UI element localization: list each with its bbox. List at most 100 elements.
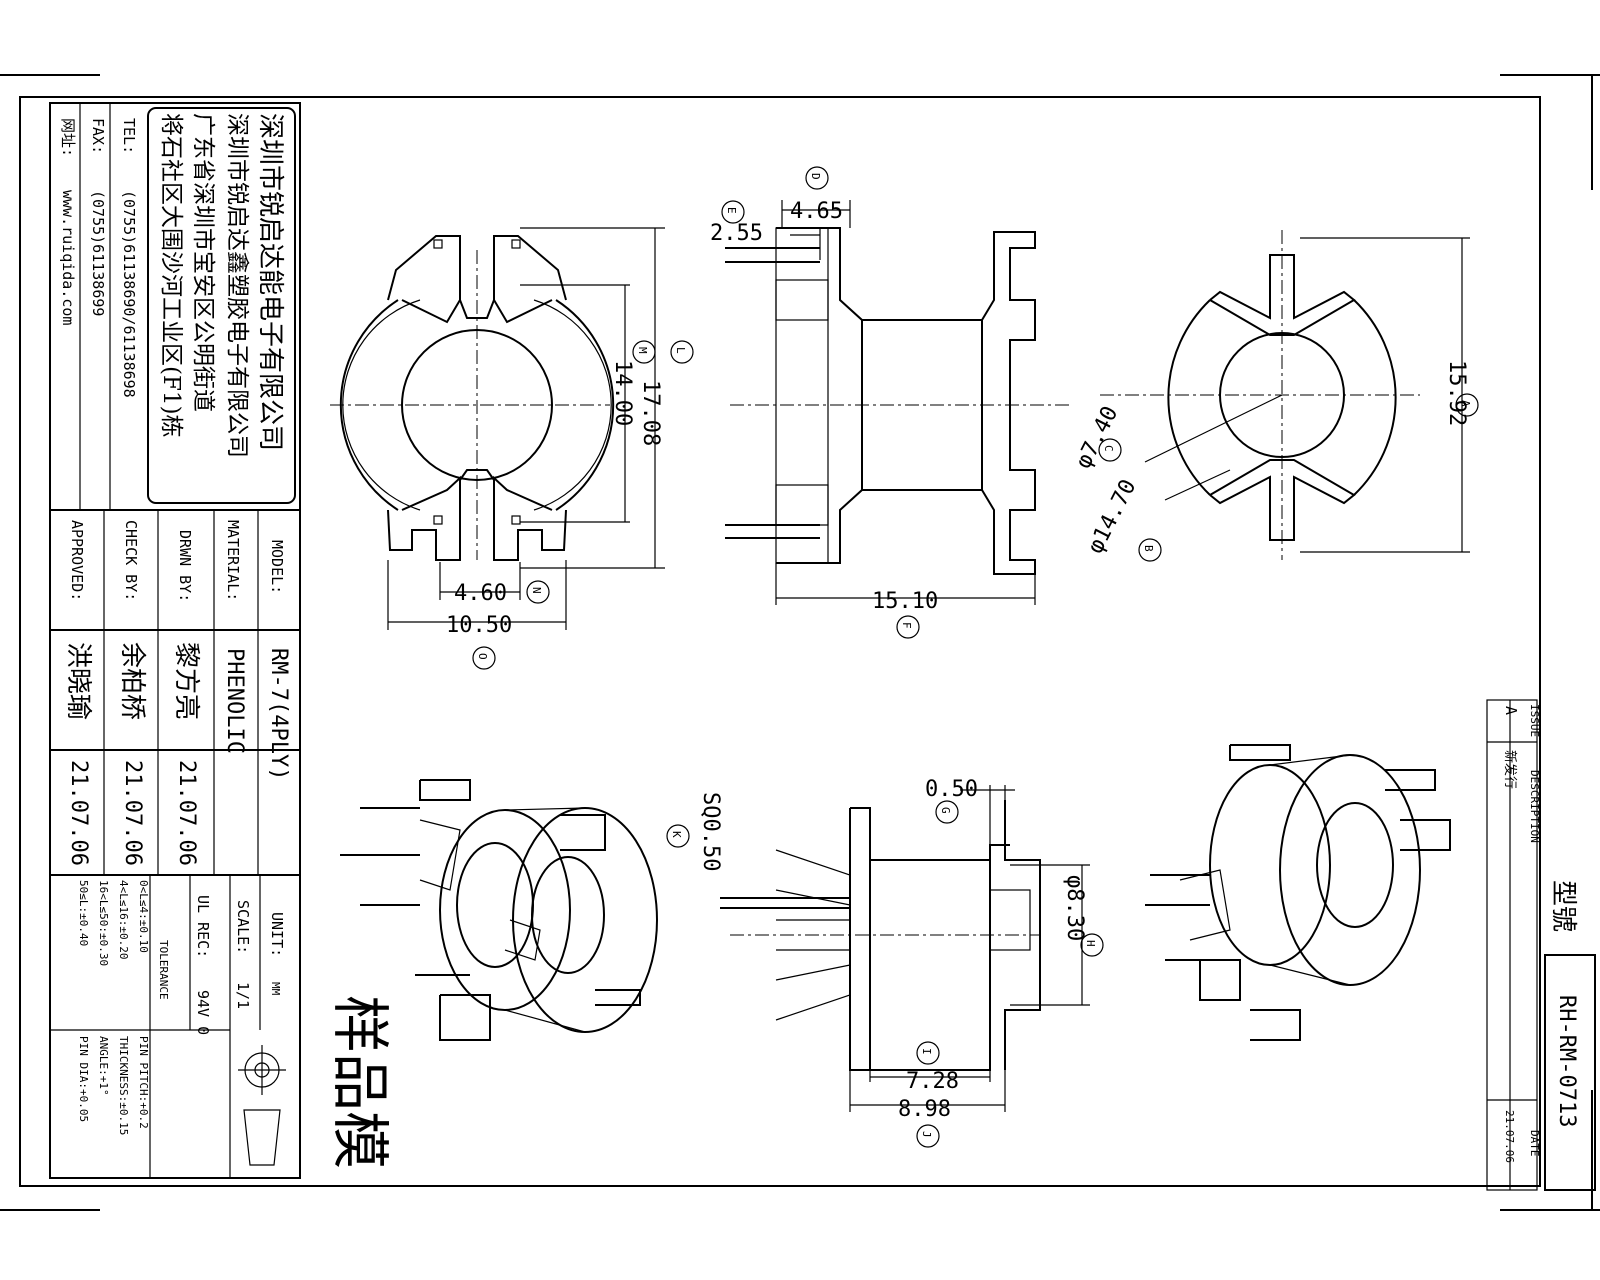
svg-text:将石社区大围沙河工业区(F1)栋: 将石社区大围沙河工业区(F1)栋 bbox=[158, 113, 184, 438]
svg-text:φ8.30: φ8.30 bbox=[1062, 875, 1087, 941]
svg-text:ISSUE: ISSUE bbox=[1528, 704, 1541, 737]
unit-label: UNIT: bbox=[268, 912, 286, 957]
svg-text:F: F bbox=[900, 622, 913, 629]
svg-text:DESCRIPTION: DESCRIPTION bbox=[1528, 770, 1541, 843]
tolerance-line-1: 0<L≤4:±0.10 bbox=[137, 880, 150, 953]
issue-label: ISSUE bbox=[1528, 704, 1541, 737]
balloon-B: B bbox=[1138, 538, 1162, 562]
dim-bottom-K: SQ0.50 bbox=[698, 792, 723, 871]
title-block bbox=[49, 102, 301, 1179]
svg-text:D: D bbox=[809, 173, 822, 180]
svg-text:余柏桥: 余柏桥 bbox=[117, 642, 147, 720]
svg-text:B: B bbox=[1142, 545, 1155, 552]
svg-text:TOLERANCE: TOLERANCE bbox=[157, 940, 170, 1000]
svg-text:G: G bbox=[939, 807, 952, 814]
dim-side-D: 4.65 bbox=[790, 199, 843, 224]
svg-text:N: N bbox=[530, 587, 543, 594]
material-label: MATERIAL: bbox=[224, 520, 242, 601]
dim-bottom-H: φ8.30 bbox=[1062, 875, 1087, 941]
description-value: 新发行 bbox=[1502, 750, 1518, 789]
front-view bbox=[330, 227, 665, 630]
svg-text:(0755)61138699: (0755)61138699 bbox=[89, 190, 107, 316]
sheet-border bbox=[0, 74, 1600, 1211]
part-number-value: RH-RM-0713 bbox=[1554, 995, 1579, 1127]
svg-text:O: O bbox=[476, 653, 489, 660]
svg-text:1/1: 1/1 bbox=[234, 982, 252, 1009]
svg-text:DATE: DATE bbox=[1528, 1130, 1541, 1157]
issue-value: A bbox=[1502, 706, 1520, 715]
scale-value: 1/1 bbox=[234, 982, 252, 1009]
approved-date: 21.07.06 bbox=[66, 760, 91, 866]
svg-text:94V 0: 94V 0 bbox=[194, 990, 212, 1035]
tolerance-label: TOLERANCE bbox=[157, 940, 170, 1000]
svg-text:MATERIAL:: MATERIAL: bbox=[224, 520, 242, 601]
svg-text:14.00: 14.00 bbox=[610, 360, 635, 426]
svg-text:RH-RM-0713: RH-RM-0713 bbox=[1554, 995, 1579, 1127]
svg-text:16<L≤50:±0.30: 16<L≤50:±0.30 bbox=[97, 880, 110, 966]
date-value: 21.07.06 bbox=[1503, 1110, 1516, 1163]
svg-text:www.ruiqida.com: www.ruiqida.com bbox=[59, 190, 77, 325]
svg-text:MODEL:: MODEL: bbox=[268, 540, 286, 594]
svg-text:深圳市锐启达鑫塑胶电子有限公司: 深圳市锐启达鑫塑胶电子有限公司 bbox=[224, 113, 250, 458]
svg-text:17.08: 17.08 bbox=[638, 380, 663, 446]
scale-label: SCALE: bbox=[234, 900, 252, 954]
bottom-view bbox=[720, 785, 1090, 1112]
approved-name: 洪晓瑜 bbox=[63, 642, 93, 720]
svg-text:L: L bbox=[674, 347, 687, 354]
fax-label: FAX: bbox=[89, 118, 107, 154]
svg-text:PIN DIA:+0.05: PIN DIA:+0.05 bbox=[77, 1036, 90, 1122]
tel-value: (0755)61138690/61138698 bbox=[120, 190, 138, 398]
svg-text:21.07.06: 21.07.06 bbox=[174, 760, 199, 866]
sample-stamp: 样品模 bbox=[326, 995, 394, 1169]
date-label: DATE bbox=[1528, 1130, 1541, 1157]
svg-text:21.07.06: 21.07.06 bbox=[1503, 1110, 1516, 1163]
svg-text:SQ0.50: SQ0.50 bbox=[698, 792, 723, 871]
svg-text:APPROVED:: APPROVED: bbox=[68, 520, 86, 601]
company-name-text: 深圳市锐启达能电子有限公司 bbox=[255, 113, 285, 451]
svg-text:深圳市锐启达能电子有限公司: 深圳市锐启达能电子有限公司 bbox=[255, 113, 285, 451]
balloon-J: J bbox=[916, 1124, 940, 1148]
tel-label: TEL: bbox=[120, 118, 138, 154]
svg-text:K: K bbox=[670, 831, 683, 838]
svg-text:DRWN BY:: DRWN BY: bbox=[176, 530, 194, 602]
svg-text:H: H bbox=[1084, 940, 1097, 947]
description-label: DESCRIPTION bbox=[1528, 770, 1541, 843]
isometric-view-right bbox=[1145, 744, 1451, 1041]
balloon-C: C bbox=[1098, 438, 1122, 462]
dim-side-E: 2.55 bbox=[710, 221, 763, 246]
balloon-F: F bbox=[896, 615, 920, 639]
projection-symbol bbox=[238, 1045, 286, 1166]
approved-label: APPROVED: bbox=[68, 520, 86, 601]
svg-text:FAX:: FAX: bbox=[89, 118, 107, 154]
svg-text:C: C bbox=[1102, 445, 1115, 452]
svg-text:黎方亮: 黎方亮 bbox=[171, 642, 201, 720]
svg-text:SCALE:: SCALE: bbox=[234, 900, 252, 954]
tolerance-line-8: PIN DIA:+0.05 bbox=[77, 1036, 90, 1122]
back-view bbox=[1100, 230, 1470, 560]
svg-text:TEL:: TEL: bbox=[120, 118, 138, 154]
balloon-M: M bbox=[632, 340, 656, 364]
dim-bottom-G: 0.50 bbox=[925, 777, 978, 802]
side-view bbox=[725, 200, 1070, 605]
svg-text:J: J bbox=[920, 1131, 933, 1138]
check-by-date: 21.07.06 bbox=[120, 760, 145, 866]
tolerance-line-3: 16<L≤50:±0.30 bbox=[97, 880, 110, 966]
svg-text:φ14.70: φ14.70 bbox=[1083, 476, 1141, 558]
check-by-name: 余柏桥 bbox=[117, 642, 147, 720]
balloon-A: A bbox=[1455, 393, 1479, 417]
svg-text:网址:: 网址: bbox=[59, 118, 77, 157]
balloon-G: G bbox=[935, 800, 959, 824]
svg-text:UNIT:: UNIT: bbox=[268, 912, 286, 957]
svg-text:型號: 型號 bbox=[1548, 880, 1578, 932]
tolerance-line-2: 4<L≤16:±0.20 bbox=[117, 880, 130, 959]
tolerance-line-6: THICKNESS:±0.15 bbox=[117, 1036, 130, 1135]
svg-text:0<L≤4:±0.10: 0<L≤4:±0.10 bbox=[137, 880, 150, 953]
balloon-I: I bbox=[916, 1041, 940, 1065]
tolerance-line-4: 50≤L:±0.40 bbox=[77, 880, 90, 946]
web-value: www.ruiqida.com bbox=[59, 190, 77, 325]
svg-text:广东省深圳市宝安区公明街道: 广东省深圳市宝安区公明街道 bbox=[190, 113, 216, 412]
model-value: RM-7(4PLY) bbox=[266, 648, 291, 780]
dim-side-F: 15.10 bbox=[872, 589, 938, 614]
svg-text:洪晓瑜: 洪晓瑜 bbox=[63, 642, 93, 720]
